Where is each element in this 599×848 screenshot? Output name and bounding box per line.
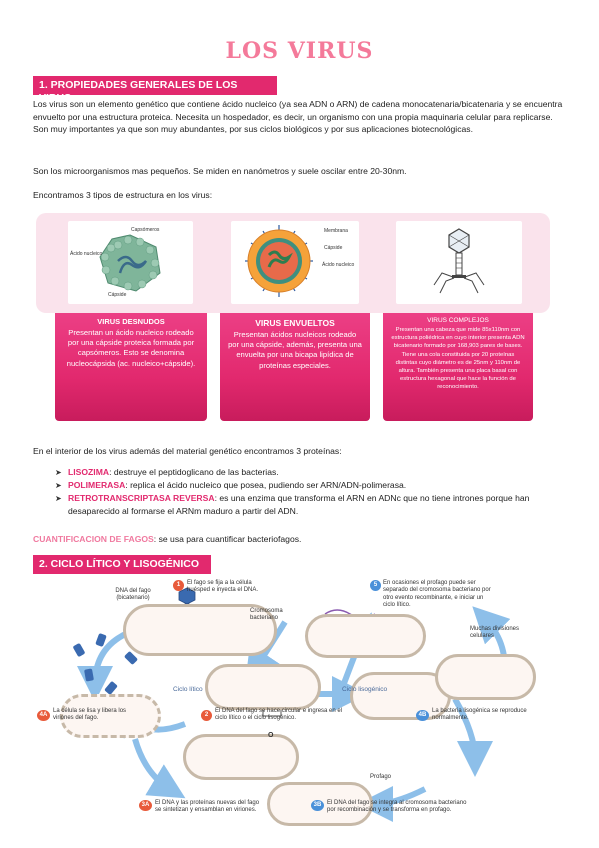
membrana-label: Membrana: [324, 228, 348, 234]
arrow-bullet-icon: ➤: [55, 468, 62, 477]
lysed-cell: [60, 694, 161, 738]
step-5-text: En ocasiones el profago puede ser separa…: [383, 580, 491, 608]
lytic-cycle-label: Ciclo lítico: [173, 686, 203, 693]
list-item: ➤ POLIMERASA: replica el ácido nucleico …: [33, 479, 558, 492]
host-cell: [123, 604, 277, 656]
protein-keyword: POLIMERASA: [68, 480, 126, 490]
lytic-lysogenic-diagram: DNA del fago (bicatenario) 1 El fago se …: [35, 574, 560, 832]
proteins-intro: En el interior de los virus además del m…: [33, 446, 342, 456]
bacteriophage-illustration: [433, 228, 485, 294]
protein-text: : es una enzima que transforma el ARN en…: [68, 493, 530, 516]
card-enveloped-virus: VIRUS ENVUELTOS Presentan ácidos nucleic…: [220, 313, 370, 421]
protein-text: : destruye el peptidoglicano de las bact…: [109, 467, 279, 477]
card-complex-virus: VIRUS COMPLEJOS Presentan una cabeza que…: [383, 313, 533, 421]
card-text: Presentan ácidos nucleicos rodeado por u…: [228, 330, 362, 370]
capside-label-2: Cápside: [324, 245, 343, 251]
quantification-line: CUANTIFICACION DE FAGOS: se usa para cua…: [33, 533, 569, 546]
structure-intro: Encontramos 3 tipos de estructura en los…: [33, 190, 213, 200]
step-4a-text: La célula se lisa y libera los viriones …: [53, 708, 127, 722]
host-cell: [350, 672, 451, 720]
host-cell: [205, 664, 321, 710]
step-4b-badge: 4B: [416, 710, 429, 721]
quantification-keyword: CUANTIFICACION DE FAGOS: [33, 534, 154, 544]
step-1-text: El fago se fija a la célula huésped e in…: [187, 580, 259, 594]
dna-phage-label: DNA del fago (bicatenario): [115, 588, 151, 602]
list-item: ➤ LISOZIMA: destruye el peptidoglicano d…: [33, 466, 558, 479]
host-cell: [435, 654, 536, 700]
arrow-bullet-icon: ➤: [55, 481, 62, 490]
proteins-list: ➤ LISOZIMA: destruye el peptidoglicano d…: [33, 466, 558, 518]
step-2-badge: 2: [201, 710, 212, 721]
step-1-badge: 1: [173, 580, 184, 591]
or-label: O: [268, 732, 274, 739]
step-3a-badge: 3A: [139, 800, 152, 811]
acido-nucleico-label-2: Ácido nucleico: [322, 262, 355, 268]
section-heading-cycles: 2. CICLO LÍTICO Y LISOGÉNICO: [33, 555, 211, 574]
step-4a-badge: 4A: [37, 710, 50, 721]
card-text: Presentan una cabeza que mide 85x110nm c…: [391, 327, 525, 391]
profago-label: Profago: [370, 774, 392, 780]
acido-nucleico-label: Ácido nucleico: [70, 251, 103, 257]
naked-virus-image: Capsómeros Ácido nucleico Cápside: [68, 221, 193, 304]
protein-keyword: RETROTRANSCRIPTASA REVERSA: [68, 493, 215, 503]
step-3a-text: El DNA y las proteínas nuevas del fago s…: [155, 800, 260, 814]
quantification-text: : se usa para cuantificar bacteriofagos.: [153, 534, 302, 544]
list-item: ➤ RETROTRANSCRIPTASA REVERSA: es una enz…: [33, 492, 558, 518]
capsomeros-label: Capsómeros: [131, 227, 160, 233]
step-3b-text: El DNA del fago se integra al cromosoma …: [327, 800, 467, 814]
protein-text: : replica el ácido nucleico que posea, p…: [125, 480, 407, 490]
step-2-text: El DNA del fago se hace circular e ingre…: [215, 708, 343, 722]
card-naked-virus: VIRUS DESNUDOS Presentan un ácido nuclei…: [55, 313, 207, 421]
section-heading-properties: 1. PROPIEDADES GENERALES DE LOS VIRUS: [33, 76, 277, 104]
naked-virus-illustration: [99, 234, 161, 292]
enveloped-virus-image: Membrana Cápside Ácido nucleico: [231, 221, 359, 304]
card-title: VIRUS DESNUDOS: [97, 317, 165, 326]
page-title: LOS VIRUS: [225, 38, 374, 64]
card-title: VIRUS COMPLEJOS: [427, 317, 489, 324]
step-5-badge: 5: [370, 580, 381, 591]
step-3b-badge: 3B: [311, 800, 324, 811]
capside-label: Cápside: [108, 292, 127, 298]
host-cell: [183, 734, 299, 780]
card-title: VIRUS ENVUELTOS: [255, 318, 335, 328]
chromosome-label: Cromosoma bacteriano: [250, 608, 283, 622]
lysogenic-cycle-label: Ciclo lisogénico: [342, 686, 388, 693]
size-paragraph: Son los microorganismos mas pequeños. Se…: [33, 166, 407, 176]
card-text: Presentan un ácido nucleico rodeado por …: [66, 328, 196, 368]
intro-paragraph: Los virus son un elemento genético que c…: [33, 99, 563, 135]
protein-keyword: LISOZIMA: [68, 467, 110, 477]
complex-virus-image: [396, 221, 522, 304]
arrow-bullet-icon: ➤: [55, 494, 62, 503]
enveloped-virus-illustration: [245, 225, 313, 297]
divisions-label: Muchas divisiones celulares: [470, 626, 520, 640]
host-cell: [305, 614, 426, 658]
step-4b-text: La bacteria lisogénica se reproduce norm…: [432, 708, 527, 722]
